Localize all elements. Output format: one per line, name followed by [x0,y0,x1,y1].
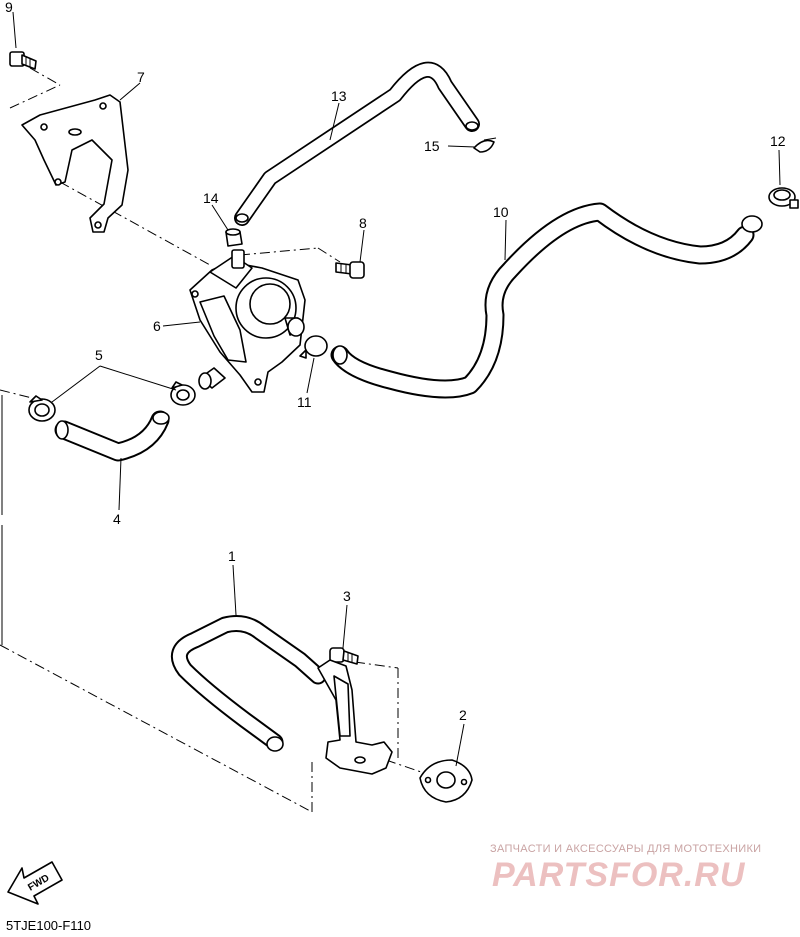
callout-3: 3 [343,588,351,604]
part-7-bracket [21,94,129,233]
callout-9: 9 [5,0,13,15]
callout-11: 11 [297,394,312,410]
part-14-cap [225,228,243,247]
part-5-clamp [28,381,196,422]
part-3-bolt [329,647,359,665]
part-11-gasket [299,335,328,359]
watermark-logo: PARTSFOR.RU [492,856,746,894]
callout-7: 7 [137,69,145,85]
callout-2: 2 [459,707,467,723]
callout-10: 10 [493,204,509,220]
part-8-bolt [335,261,365,279]
drawing-code: 5TJE100-F110 [6,918,92,933]
fwd-arrow-icon: FWD [7,861,63,905]
part-9-bolt [9,51,37,70]
part-15-clip [473,137,497,153]
alignment-lines [0,67,431,813]
part-13-hose [234,61,480,226]
part-2-gasket [419,759,473,803]
part-10-hose [330,202,763,399]
part-6-valve [189,249,306,393]
watermark-tagline: ЗАПЧАСТИ И АКСЕССУАРЫ ДЛЯ МОТОТЕХНИКИ [490,843,762,855]
callout-8: 8 [359,215,367,231]
callout-15: 15 [424,138,440,154]
callout-1: 1 [228,548,236,564]
callout-6: 6 [153,318,161,334]
callout-5: 5 [95,347,103,363]
part-1-bracket [317,659,393,775]
callout-labels: 9 7 13 15 12 10 14 8 6 5 11 4 1 3 2 [5,0,786,723]
callout-13: 13 [331,88,347,104]
callout-14: 14 [203,190,219,206]
part-12-clamp [768,187,799,209]
callout-4: 4 [113,511,121,527]
part-1-pipe [170,615,327,752]
leader-lines [12,11,781,767]
part-4-hose [54,410,170,462]
callout-12: 12 [770,133,786,149]
